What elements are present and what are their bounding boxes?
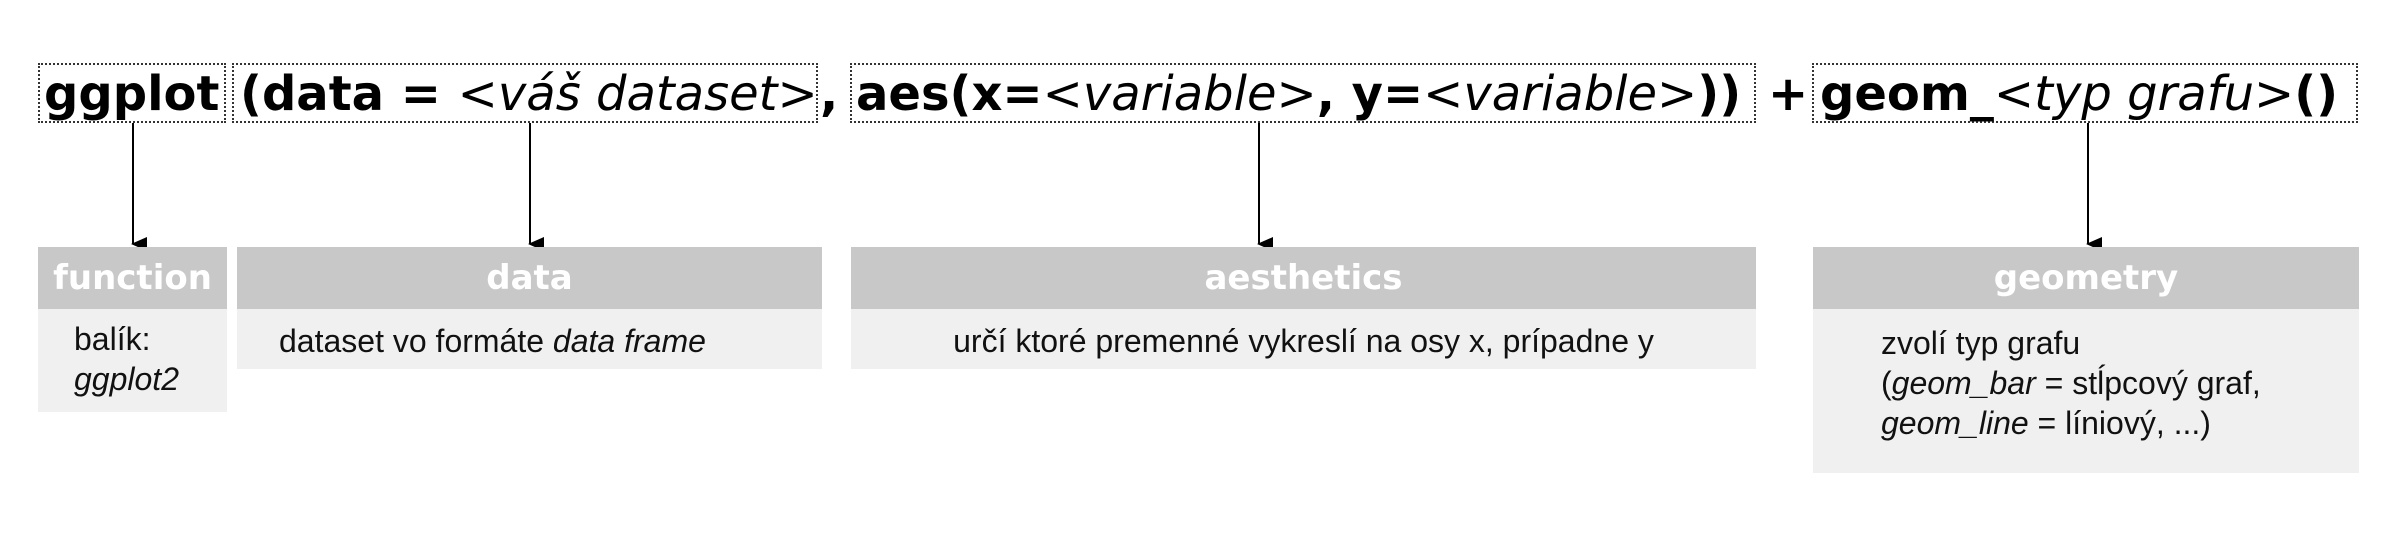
card-data-text-italic: data frame: [552, 323, 706, 359]
ggplot-box: [38, 63, 226, 123]
card-function-line1: balík:: [74, 321, 151, 357]
code-aes-close: )): [1697, 66, 1742, 122]
code-geom-a: geom_: [1820, 66, 1994, 122]
code-ggplot: ggplot: [44, 66, 220, 122]
code-geom-parens: (): [2294, 66, 2339, 122]
code-data: (data = <váš dataset>: [240, 68, 818, 120]
code-aes-b: , y=: [1316, 66, 1424, 122]
card-function-line2: ggplot2: [74, 361, 179, 397]
card-geometry-geom-line: geom_line: [1881, 405, 2029, 441]
code-data-open: (data =: [240, 66, 458, 122]
code-comma: ,: [820, 66, 839, 122]
card-data-text: dataset vo formáte: [279, 323, 553, 359]
data-box: [232, 63, 818, 123]
code-aes-var2: <variable>: [1423, 66, 1698, 122]
card-aesthetics: aesthetics určí ktoré premenné vykreslí …: [851, 247, 1756, 369]
card-function: function balík: ggplot2: [38, 247, 227, 412]
card-geometry-title: geometry: [1813, 247, 2359, 309]
card-geometry-line3: geom_line = líniový, ...): [1881, 403, 2323, 443]
card-function-title: function: [38, 247, 227, 309]
code-geom: geom_<typ grafu>(): [1820, 68, 2338, 120]
card-geometry: geometry zvolí typ grafu (geom_bar = stĺ…: [1813, 247, 2359, 473]
geom-box: [1812, 63, 2358, 123]
code-plus: +: [1768, 66, 1809, 122]
code-data-placeholder: <váš dataset>: [457, 66, 818, 122]
card-geometry-line2: (geom_bar = stĺpcový graf,: [1881, 363, 2323, 403]
card-geometry-line3-rest: = líniový, ...): [2028, 405, 2211, 441]
code-geom-type: <typ grafu>: [1993, 66, 2295, 122]
card-data-title: data: [237, 247, 822, 309]
card-geometry-line1: zvolí typ grafu: [1881, 325, 2081, 361]
code-aes-var1: <variable>: [1042, 66, 1317, 122]
aes-box: [850, 63, 1756, 123]
card-geometry-line2-rest: = stĺpcový graf,: [2035, 365, 2261, 401]
card-aesthetics-text: určí ktoré premenné vykreslí na osy x, p…: [953, 323, 1654, 359]
code-aes: aes(x=<variable>, y=<variable>)): [856, 68, 1741, 120]
card-geometry-geom-bar: geom_bar: [1891, 365, 2036, 401]
card-geometry-paren: (: [1881, 365, 1892, 401]
card-data: data dataset vo formáte data frame: [237, 247, 822, 369]
code-aes-a: aes(x=: [856, 66, 1043, 122]
card-aesthetics-title: aesthetics: [851, 247, 1756, 309]
